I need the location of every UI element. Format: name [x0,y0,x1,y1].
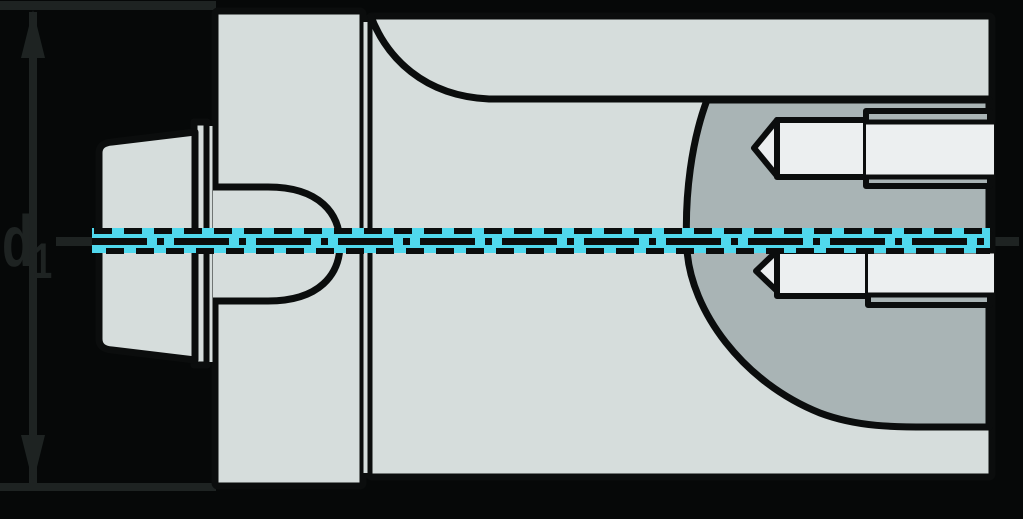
lower-screw-core [868,251,994,295]
dimension-arrowhead-up-icon [21,10,45,58]
dimension-leader-left [56,237,93,246]
bore-top-edge [366,12,989,103]
dimension-leader-right [993,237,1019,246]
centerline-group [92,228,990,254]
upper-screw-core [866,122,994,177]
dimension-line [29,12,37,483]
upper-screw-shaft [774,117,869,180]
dimension-annotation: d1 [0,1,1019,491]
dimension-extension-line-top [0,1,216,10]
tool-body-group [95,7,996,490]
lower-screw-shaft [774,248,871,299]
dimension-label: d1 [2,202,52,289]
dimension-arrowhead-down-icon [21,435,45,483]
dimension-extension-line-bottom [0,483,216,491]
